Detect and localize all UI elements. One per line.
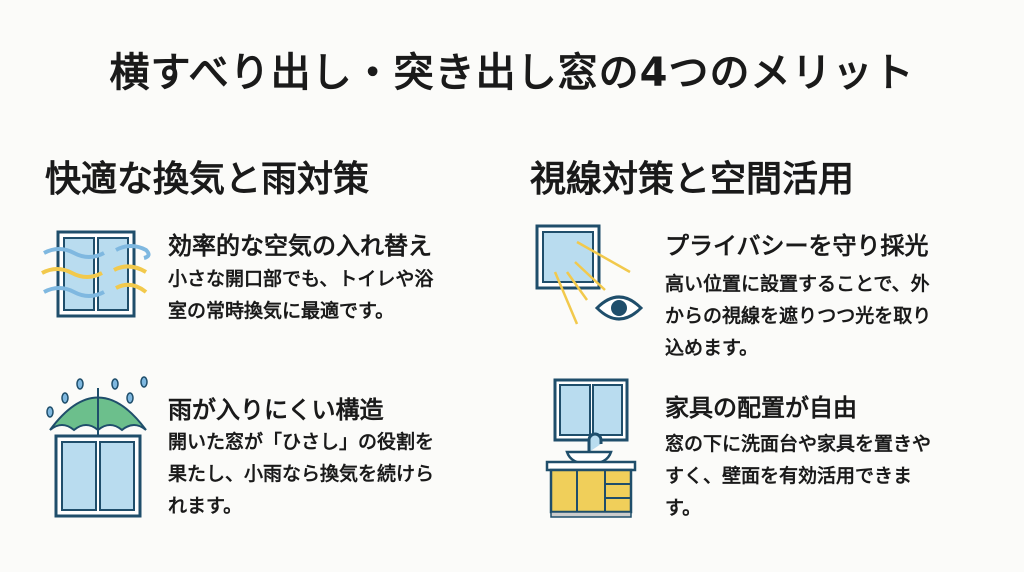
section-heading-privacy: 視線対策と空間活用 xyxy=(530,159,855,200)
window-light-eye-icon xyxy=(535,224,644,325)
item-heading: プライバシーを守り採光 xyxy=(665,232,929,260)
item-heading: 家具の配置が自由 xyxy=(665,394,857,422)
description-line: す。 xyxy=(665,497,702,519)
section-heading-ventilation: 快適な換気と雨対策 xyxy=(45,159,370,200)
item-heading: 雨が入りにくい構造 xyxy=(168,396,384,424)
description-line: れます。 xyxy=(168,495,243,517)
item-description: 開いた窓が「ひさし」の役割を 果たし、小雨なら換気を続けら れます。 xyxy=(168,426,434,522)
description-line: 室の常時換気に最適です。 xyxy=(168,300,395,322)
item-description: 窓の下に洗面台や家具を置きや すく、壁面を有効活用できま す。 xyxy=(665,428,931,524)
description-line: 果たし、小雨なら換気を続けら xyxy=(168,463,435,485)
window-wind-icon xyxy=(41,230,151,318)
page-title: 横すべり出し・突き出し窓の4つのメリット xyxy=(109,50,915,96)
description-line: すく、壁面を有効活用できま xyxy=(665,465,913,487)
item-heading: 効率的な空気の入れ替え xyxy=(168,232,432,260)
item-description: 小さな開口部でも、トイレや浴 室の常時換気に最適です。 xyxy=(168,263,433,327)
description-line: 窓の下に洗面台や家具を置きや xyxy=(665,433,932,455)
description-line: 込めます。 xyxy=(665,337,759,359)
description-line: 開いた窓が「ひさし」の役割を xyxy=(168,431,435,453)
description-line: 高い位置に設置することで、外 xyxy=(665,273,930,295)
item-description: 高い位置に設置することで、外 からの視線を遮りつつ光を取り 込めます。 xyxy=(665,268,931,364)
description-line: からの視線を遮りつつ光を取り xyxy=(665,305,932,327)
window-vanity-icon xyxy=(545,378,637,518)
umbrella-window-icon xyxy=(46,376,148,518)
description-line: 小さな開口部でも、トイレや浴 xyxy=(168,268,434,290)
